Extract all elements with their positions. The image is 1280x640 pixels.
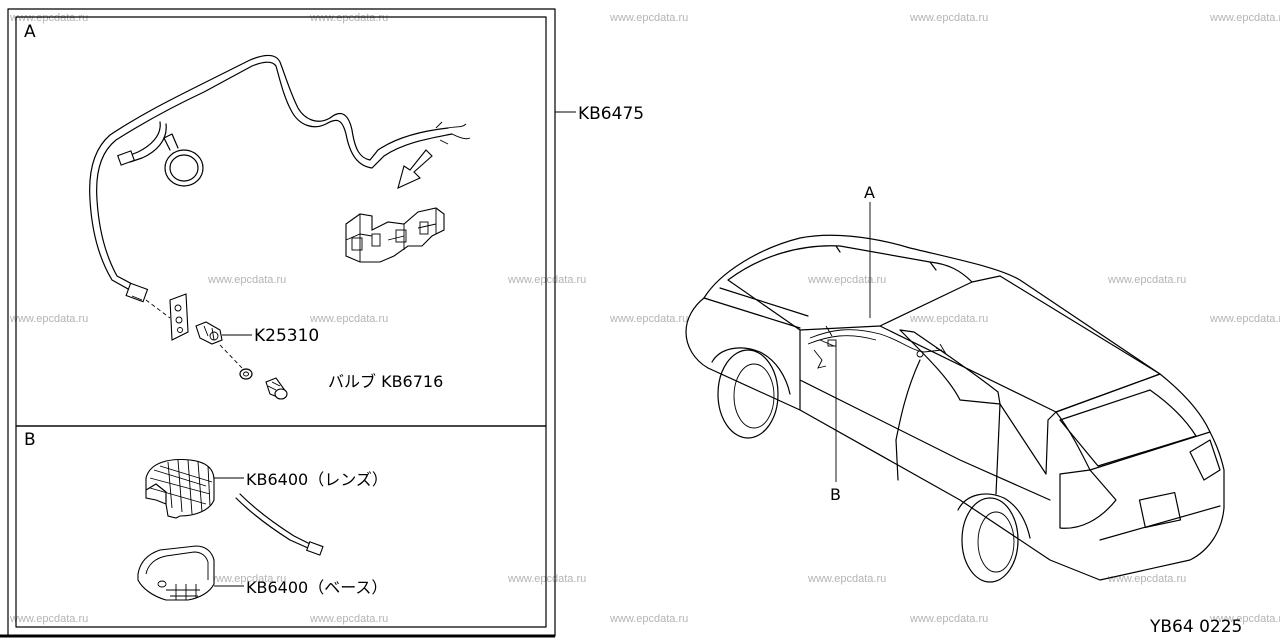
watermark: www.epcdata.ru bbox=[1107, 274, 1186, 286]
watermark: www.epcdata.ru bbox=[207, 274, 286, 286]
watermark: www.epcdata.ru bbox=[1209, 313, 1280, 325]
bracket-plate bbox=[145, 293, 189, 341]
watermark: www.epcdata.ru bbox=[609, 613, 688, 625]
watermark: www.epcdata.ru bbox=[9, 613, 88, 625]
bulb-callout: バルブ KB6716 bbox=[328, 372, 443, 391]
watermark: www.epcdata.ru bbox=[207, 573, 286, 585]
panel-b-frame bbox=[15, 425, 547, 628]
watermark: www.epcdata.ru bbox=[807, 274, 886, 286]
harness-callout: KB6475 bbox=[578, 104, 644, 124]
clamp-ring bbox=[163, 133, 204, 187]
washer-screw bbox=[219, 344, 288, 400]
car-illustration bbox=[685, 234, 1225, 583]
watermark: www.epcdata.ru bbox=[309, 313, 388, 325]
car-b-callout: B bbox=[830, 485, 841, 504]
lamp-wire bbox=[235, 493, 324, 556]
watermark: www.epcdata.ru bbox=[609, 313, 688, 325]
watermark: www.epcdata.ru bbox=[909, 313, 988, 325]
watermark: www.epcdata.ru bbox=[507, 573, 586, 585]
direction-arrow bbox=[397, 149, 433, 189]
watermark: www.epcdata.ru bbox=[1209, 613, 1280, 625]
socket-callout: K25310 bbox=[254, 326, 319, 346]
watermark: www.epcdata.ru bbox=[9, 313, 88, 325]
panel-a-frame bbox=[15, 16, 547, 427]
watermarks: www.epcdata.ru www.epcdata.ru www.epcdat… bbox=[9, 12, 1280, 625]
lamp-lens bbox=[145, 458, 244, 519]
panel-a-label: A bbox=[24, 22, 36, 42]
watermark: www.epcdata.ru bbox=[909, 12, 988, 24]
panel-b-label: B bbox=[24, 430, 36, 450]
lamp-base bbox=[137, 545, 244, 601]
watermark: www.epcdata.ru bbox=[909, 613, 988, 625]
watermark: www.epcdata.ru bbox=[609, 12, 688, 24]
watermark: www.epcdata.ru bbox=[9, 12, 88, 24]
diagram-code: YB64 0225 bbox=[1149, 617, 1242, 637]
outer-frame bbox=[7, 8, 556, 637]
connector-block bbox=[345, 207, 445, 263]
watermark: www.epcdata.ru bbox=[1107, 573, 1186, 585]
harness-assembly bbox=[89, 54, 471, 303]
socket-part bbox=[195, 321, 252, 345]
watermark: www.epcdata.ru bbox=[309, 12, 388, 24]
watermark: www.epcdata.ru bbox=[807, 573, 886, 585]
lens-callout: KB6400（レンズ） bbox=[246, 470, 388, 489]
car-a-callout: A bbox=[864, 183, 875, 202]
base-callout: KB6400（ベース） bbox=[246, 578, 387, 597]
watermark: www.epcdata.ru bbox=[507, 274, 586, 286]
watermark: www.epcdata.ru bbox=[309, 613, 388, 625]
watermark: www.epcdata.ru bbox=[1209, 12, 1280, 24]
